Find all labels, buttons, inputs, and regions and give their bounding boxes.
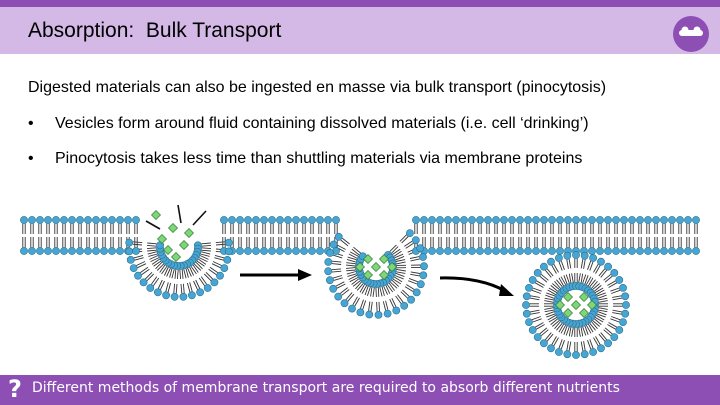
- dissolved-particles: [145, 204, 597, 318]
- bullet-text: Vesicles form around fluid containing di…: [55, 115, 589, 132]
- bullet-symbol: •: [28, 150, 34, 167]
- page-title: Absorption: Bulk Transport: [28, 19, 282, 42]
- question-mark-icon: ?: [8, 375, 22, 403]
- bullet-item: • Pinocytosis takes less time than shutt…: [28, 150, 582, 168]
- eye-logo-icon: [673, 16, 709, 52]
- footer-text: Different methods of membrane transport …: [32, 380, 620, 396]
- title-bar: [0, 7, 720, 54]
- bullet-item: • Vesicles form around fluid containing …: [28, 115, 589, 133]
- membrane-heads: [20, 216, 700, 359]
- straight-arrow-icon: [240, 269, 312, 281]
- footer-bar: ? Different methods of membrane transpor…: [0, 375, 720, 405]
- pinocytosis-diagram: [20, 204, 700, 359]
- bullet-text: Pinocytosis takes less time than shuttli…: [55, 150, 583, 167]
- membrane-tails: [22, 223, 698, 352]
- curved-arrow-icon: [439, 276, 514, 296]
- bullet-symbol: •: [28, 115, 34, 132]
- top-accent-bar: [0, 0, 720, 7]
- intro-text: Digested materials can also be ingested …: [28, 79, 607, 96]
